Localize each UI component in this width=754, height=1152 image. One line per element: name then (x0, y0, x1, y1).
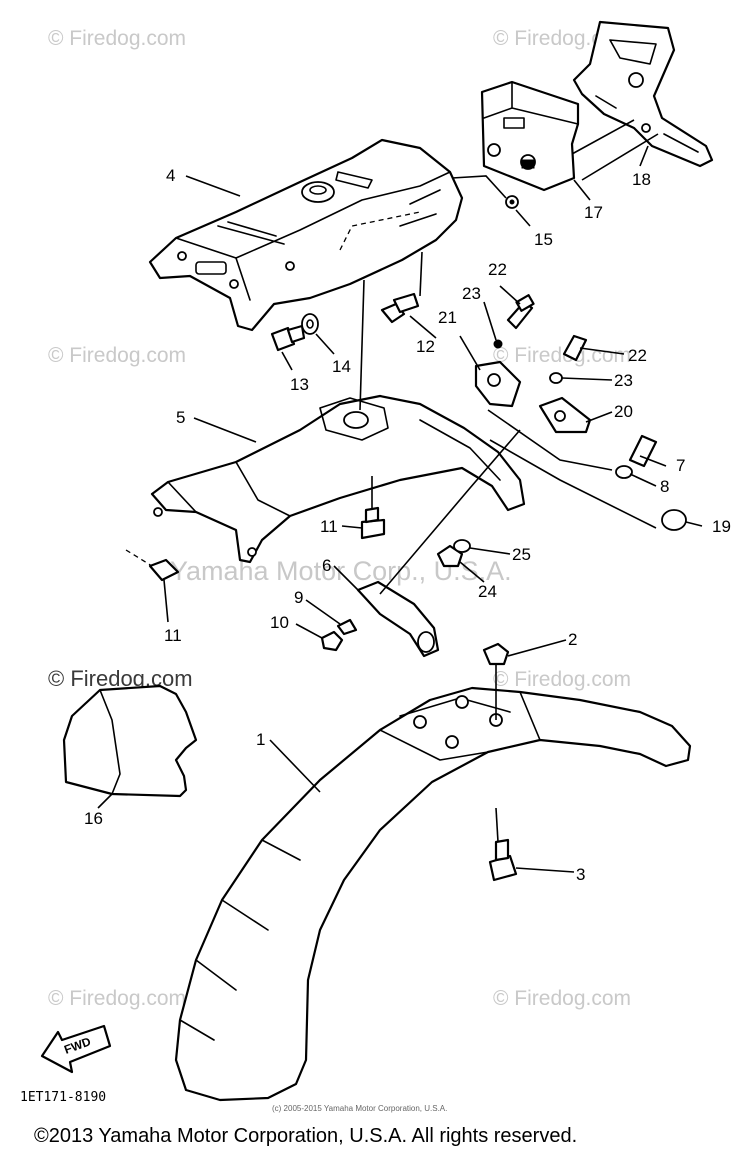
callout-13: 13 (290, 375, 309, 394)
part-23-washer-a (493, 339, 503, 349)
callout-12: 12 (416, 337, 435, 356)
callout-1: 1 (256, 730, 265, 749)
callout-16: 16 (84, 809, 103, 828)
part-14-washer (301, 313, 319, 335)
watermark-top-left: © Firedog.com (48, 27, 186, 50)
part-21-bracket (474, 360, 522, 408)
part-22-bolt-a (506, 294, 535, 330)
part-2-nut (482, 642, 510, 666)
watermark-lower-left: © Firedog.com (48, 666, 193, 691)
callout-11-lower: 11 (164, 626, 182, 645)
callout-20: 20 (614, 402, 633, 421)
part-20-bracket (538, 396, 592, 434)
watermark-mid-left: © Firedog.com (48, 344, 186, 367)
watermark-lower-right: © Firedog.com (493, 668, 631, 691)
callout-4: 4 (166, 166, 175, 185)
callout-7: 7 (676, 456, 685, 475)
part-13-bolt (270, 324, 306, 352)
part-12-bolt (380, 292, 420, 324)
callout-14: 14 (332, 357, 351, 376)
leader-lines (97, 119, 703, 873)
part-25-washer (453, 539, 471, 553)
part-19-grommet (661, 509, 687, 531)
part-18-bracket (572, 20, 714, 168)
callout-23-upper: 23 (462, 284, 481, 303)
callout-18: 18 (632, 170, 651, 189)
callout-9: 9 (294, 588, 303, 607)
callout-23-right: 23 (614, 371, 633, 390)
callout-11-upper: 11 (320, 517, 338, 536)
part-23-washer-b (549, 372, 563, 384)
callout-6: 6 (322, 556, 331, 575)
part-17-tail-light (480, 80, 580, 192)
part-11-bolt-lower (148, 558, 180, 582)
callout-numbers: 4 5 1 2 3 6 7 8 9 10 11 11 12 13 14 15 1… (84, 166, 731, 884)
callout-10: 10 (270, 613, 289, 632)
part-22-bolt-b (562, 334, 588, 362)
fwd-arrow-icon: FWD (40, 1024, 112, 1074)
callout-2: 2 (568, 630, 577, 649)
watermark-mid-right: © Firedog.com (493, 344, 631, 367)
part-8-washer (615, 465, 633, 479)
part-9-screw (336, 618, 358, 636)
callout-5: 5 (176, 408, 185, 427)
callout-24: 24 (478, 582, 497, 601)
part-3-bolt (488, 838, 518, 882)
callout-22-upper: 22 (488, 260, 507, 279)
part-16-mudflap (62, 684, 198, 798)
part-6-clamp (356, 580, 440, 658)
callout-15: 15 (534, 230, 553, 249)
watermark-bottom-left: © Firedog.com (48, 987, 186, 1010)
callout-25: 25 (512, 545, 531, 564)
part-1-front-fender (174, 686, 692, 1102)
fine-print: (c) 2005-2015 Yamaha Motor Corporation, … (272, 1104, 447, 1113)
part-5-fender-tray (150, 394, 526, 564)
callout-8: 8 (660, 477, 669, 496)
part-7-bolt (628, 434, 658, 468)
callout-21: 21 (438, 308, 457, 327)
callout-17: 17 (584, 203, 603, 222)
part-15-nut (505, 195, 519, 209)
callout-19: 19 (712, 517, 731, 536)
watermark-bottom-right: © Firedog.com (493, 987, 631, 1010)
callout-22-right: 22 (628, 346, 647, 365)
callout-3: 3 (576, 865, 585, 884)
diagram-code: 1ET171-8190 (20, 1090, 106, 1105)
part-10-nut (320, 630, 344, 652)
part-4-rear-cover (148, 138, 464, 332)
part-11-bolt-upper (360, 506, 386, 540)
copyright-notice: ©2013 Yamaha Motor Corporation, U.S.A. A… (34, 1125, 577, 1147)
